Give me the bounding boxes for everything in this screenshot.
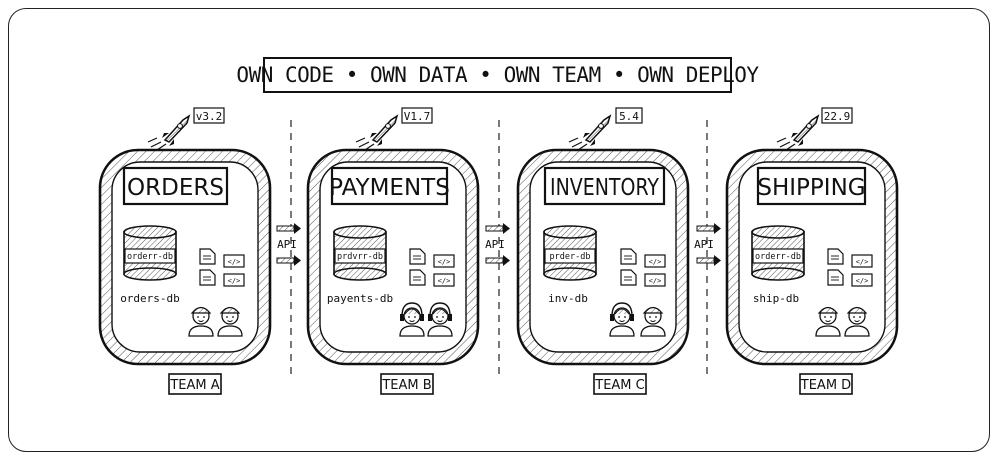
developer-icon xyxy=(844,306,870,337)
db-caption: ship-db xyxy=(753,292,799,305)
document-icon xyxy=(827,248,844,265)
svg-text:</>: </> xyxy=(438,277,451,285)
svg-text:</>: </> xyxy=(228,258,241,266)
db-drum-label: orderr-db xyxy=(755,252,801,262)
svg-text:</>: </> xyxy=(856,277,869,285)
arrow-right-icon xyxy=(696,255,721,266)
svg-text:</>: </> xyxy=(228,277,241,285)
team-label: TEAM B xyxy=(381,378,431,393)
db-drum-label: prder-db xyxy=(550,252,591,262)
arrow-right-icon xyxy=(696,223,721,234)
code-icon: </> xyxy=(433,273,455,287)
db-caption: payents-db xyxy=(327,292,393,305)
svg-text:</>: </> xyxy=(649,277,662,285)
service-name-box xyxy=(330,166,449,206)
service-name: ORDERS xyxy=(127,175,224,201)
version-tag xyxy=(401,107,433,124)
service-inner-area xyxy=(529,161,677,353)
database-icon xyxy=(543,225,597,281)
rocket-icon xyxy=(776,114,820,151)
version-tag xyxy=(821,107,853,124)
version-label: 5.4 xyxy=(619,110,639,123)
db-drum-label: prdvrr-db xyxy=(337,252,383,262)
database-icon xyxy=(333,225,387,281)
team-label: TEAM A xyxy=(169,378,219,393)
service-payments: PAYMENTS V1.7 prdvrr-db payents-db xyxy=(306,107,480,395)
principles-banner: OWN CODE • OWN DATA • OWN TEAM • OWN DEP… xyxy=(236,57,759,93)
document-icon xyxy=(827,269,844,286)
version-tag xyxy=(193,107,225,124)
version-label: V1.7 xyxy=(404,110,431,123)
rocket-icon xyxy=(568,114,612,151)
database-icon xyxy=(751,225,805,281)
api-label: API xyxy=(485,238,505,251)
service-name-box xyxy=(122,166,229,206)
db-caption: inv-db xyxy=(548,292,588,305)
version-tag xyxy=(615,107,643,124)
code-icon: </> xyxy=(223,273,245,287)
document-icon xyxy=(199,248,216,265)
team-label: TEAM C xyxy=(594,378,644,393)
api-connector: API xyxy=(276,223,301,266)
code-icon: </> xyxy=(851,273,873,287)
developer-icon xyxy=(399,302,425,337)
document-icon xyxy=(409,248,426,265)
service-orders: ORDERS v3.2 orderr-db orders-db xyxy=(98,107,272,395)
version-label: 22.9 xyxy=(824,110,851,123)
api-connector: API xyxy=(485,223,510,266)
team-box xyxy=(593,373,647,395)
developer-icon xyxy=(815,306,841,337)
arrow-right-icon xyxy=(276,255,301,266)
db-caption: orders-db xyxy=(120,292,180,305)
team-label: TEAM D xyxy=(800,378,851,393)
service-inventory: INVENTORY 5.4 prder-db inv-db xyxy=(516,107,690,395)
service-name-box xyxy=(756,166,867,206)
code-icon: </> xyxy=(223,254,245,268)
team-box xyxy=(168,373,222,395)
service-shipping: SHIPPING 22.9 orderr-db ship-db xyxy=(725,107,899,395)
svg-text:</>: </> xyxy=(438,258,451,266)
service-inner-area xyxy=(111,161,259,353)
document-icon xyxy=(409,269,426,286)
developer-icon xyxy=(217,306,243,337)
code-icon: </> xyxy=(433,254,455,268)
developer-icon xyxy=(609,302,635,337)
service-name: INVENTORY xyxy=(550,175,660,201)
svg-text:</>: </> xyxy=(649,258,662,266)
rocket-icon xyxy=(147,114,191,151)
service-inner-area xyxy=(319,161,467,353)
arrow-right-icon xyxy=(485,255,510,266)
service-inner-area xyxy=(738,161,886,353)
code-icon: </> xyxy=(644,273,666,287)
team-box xyxy=(799,373,853,395)
document-icon xyxy=(620,269,637,286)
service-name: SHIPPING xyxy=(757,175,865,201)
service-name: PAYMENTS xyxy=(329,175,450,201)
document-icon xyxy=(620,248,637,265)
code-icon: </> xyxy=(644,254,666,268)
svg-text:</>: </> xyxy=(856,258,869,266)
principles-title: OWN CODE • OWN DATA • OWN TEAM • OWN DEP… xyxy=(236,63,759,87)
developer-icon xyxy=(188,306,214,337)
database-icon xyxy=(123,225,177,281)
api-connector: API xyxy=(694,223,721,266)
document-icon xyxy=(199,269,216,286)
developer-icon xyxy=(640,306,666,337)
db-drum-label: orderr-db xyxy=(127,252,173,262)
code-icon: </> xyxy=(851,254,873,268)
api-label: API xyxy=(277,238,297,251)
service-name-box xyxy=(543,166,666,206)
team-box xyxy=(380,373,434,395)
api-label: API xyxy=(694,238,714,251)
version-label: v3.2 xyxy=(196,110,223,123)
arrow-right-icon xyxy=(485,223,510,234)
rocket-icon xyxy=(355,114,399,151)
arrow-right-icon xyxy=(276,223,301,234)
developer-icon xyxy=(427,302,453,337)
